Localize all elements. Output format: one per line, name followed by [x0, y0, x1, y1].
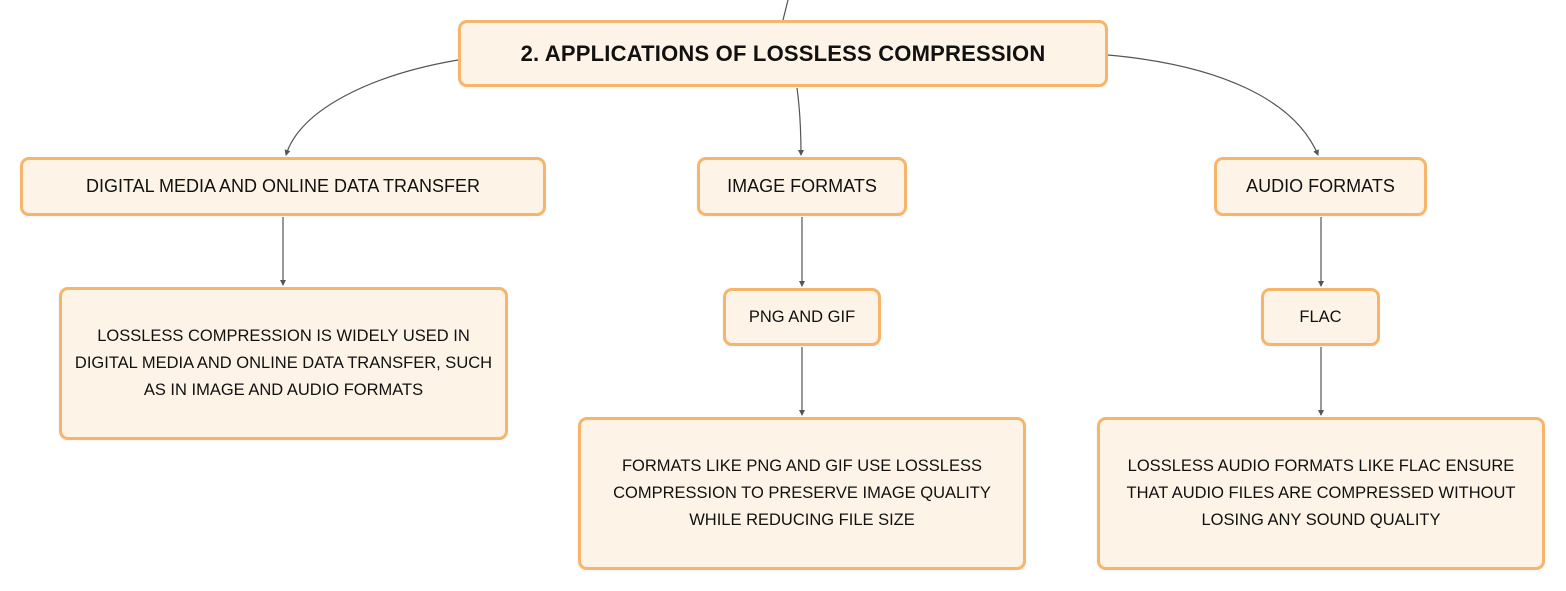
node-digital-media-description[interactable]: LOSSLESS COMPRESSION IS WIDELY USED IN D…: [59, 287, 508, 440]
connector-root-to-image-formats: [796, 87, 804, 156]
connector-parent-to-root: [782, 0, 789, 21]
node-digital-media-label: DIGITAL MEDIA AND ONLINE DATA TRANSFER: [85, 176, 481, 196]
node-png-gif-description[interactable]: FORMATS LIKE PNG AND GIF USE LOSSLESS CO…: [578, 417, 1026, 570]
node-audio-formats[interactable]: AUDIO FORMATS: [1214, 157, 1427, 216]
node-flac-label: FLAC: [1299, 307, 1342, 326]
node-png-gif-label: PNG AND GIF: [748, 307, 856, 326]
node-audio-formats-label: AUDIO FORMATS: [1246, 176, 1395, 196]
node-image-formats-label: IMAGE FORMATS: [727, 176, 877, 196]
node-flac-description-text: LOSSLESS AUDIO FORMATS LIKE FLAC ENSURE …: [1126, 457, 1516, 529]
connector-root-to-audio-formats: [1107, 54, 1319, 156]
node-image-formats[interactable]: IMAGE FORMATS: [697, 157, 907, 216]
root-node[interactable]: 2. APPLICATIONS OF LOSSLESS COMPRESSION: [458, 20, 1108, 87]
node-png-gif-description-text: FORMATS LIKE PNG AND GIF USE LOSSLESS CO…: [613, 457, 991, 529]
node-flac-description[interactable]: LOSSLESS AUDIO FORMATS LIKE FLAC ENSURE …: [1097, 417, 1545, 570]
root-node-label: 2. APPLICATIONS OF LOSSLESS COMPRESSION: [520, 40, 1046, 66]
node-flac[interactable]: FLAC: [1261, 288, 1380, 346]
connector-root-to-digital-media: [284, 59, 459, 156]
node-digital-media[interactable]: DIGITAL MEDIA AND ONLINE DATA TRANSFER: [20, 157, 546, 216]
node-digital-media-description-text: LOSSLESS COMPRESSION IS WIDELY USED IN D…: [74, 327, 493, 399]
node-png-gif[interactable]: PNG AND GIF: [723, 288, 881, 346]
